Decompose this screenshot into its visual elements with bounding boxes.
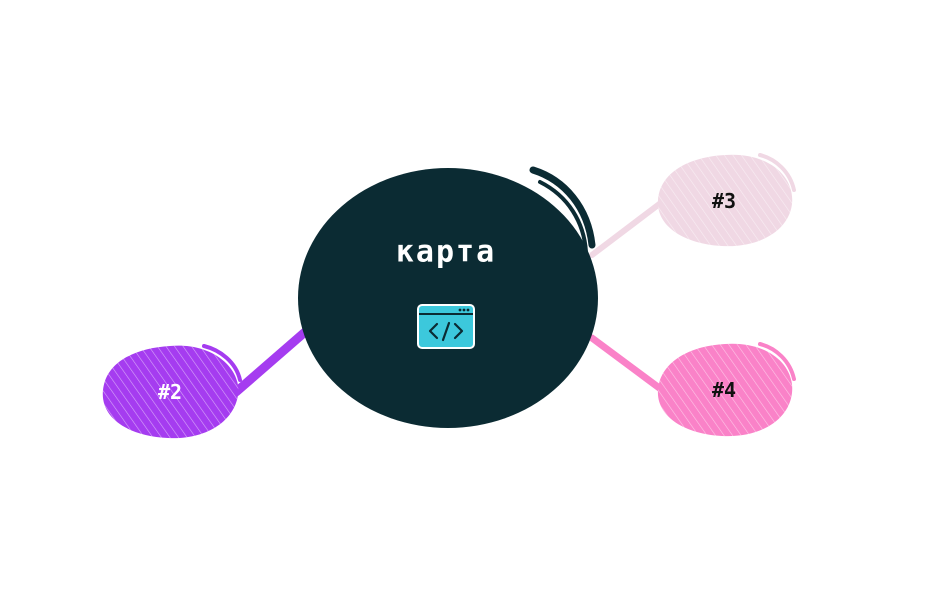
branch-node-3-hatch [657,154,793,247]
branch-label-2: #2 [158,380,182,404]
branch-label-3: #3 [712,189,736,213]
branch-node-4-hatch [657,343,793,437]
branch-node-2-scribble [202,344,242,382]
central-node-label: карта [396,235,496,270]
branch-node-3-scribble [758,153,796,192]
central-node-scribble-2 [538,180,588,254]
connector-branch-2 [231,327,310,397]
connector-branch-3 [589,199,665,258]
branch-node-4[interactable]: #4 [657,342,796,437]
branch-node-3[interactable]: #3 [657,153,796,247]
central-node-shape [298,168,598,428]
branch-node-2-hatch [102,345,239,439]
central-node[interactable]: карта [298,166,598,428]
connector-branch-4 [588,334,666,394]
code-window-icon [417,304,475,349]
branch-node-2[interactable]: #2 [102,344,242,439]
branch-label-4: #4 [712,378,736,402]
branch-node-4-scribble [758,342,796,381]
central-node-scribble [529,166,596,249]
